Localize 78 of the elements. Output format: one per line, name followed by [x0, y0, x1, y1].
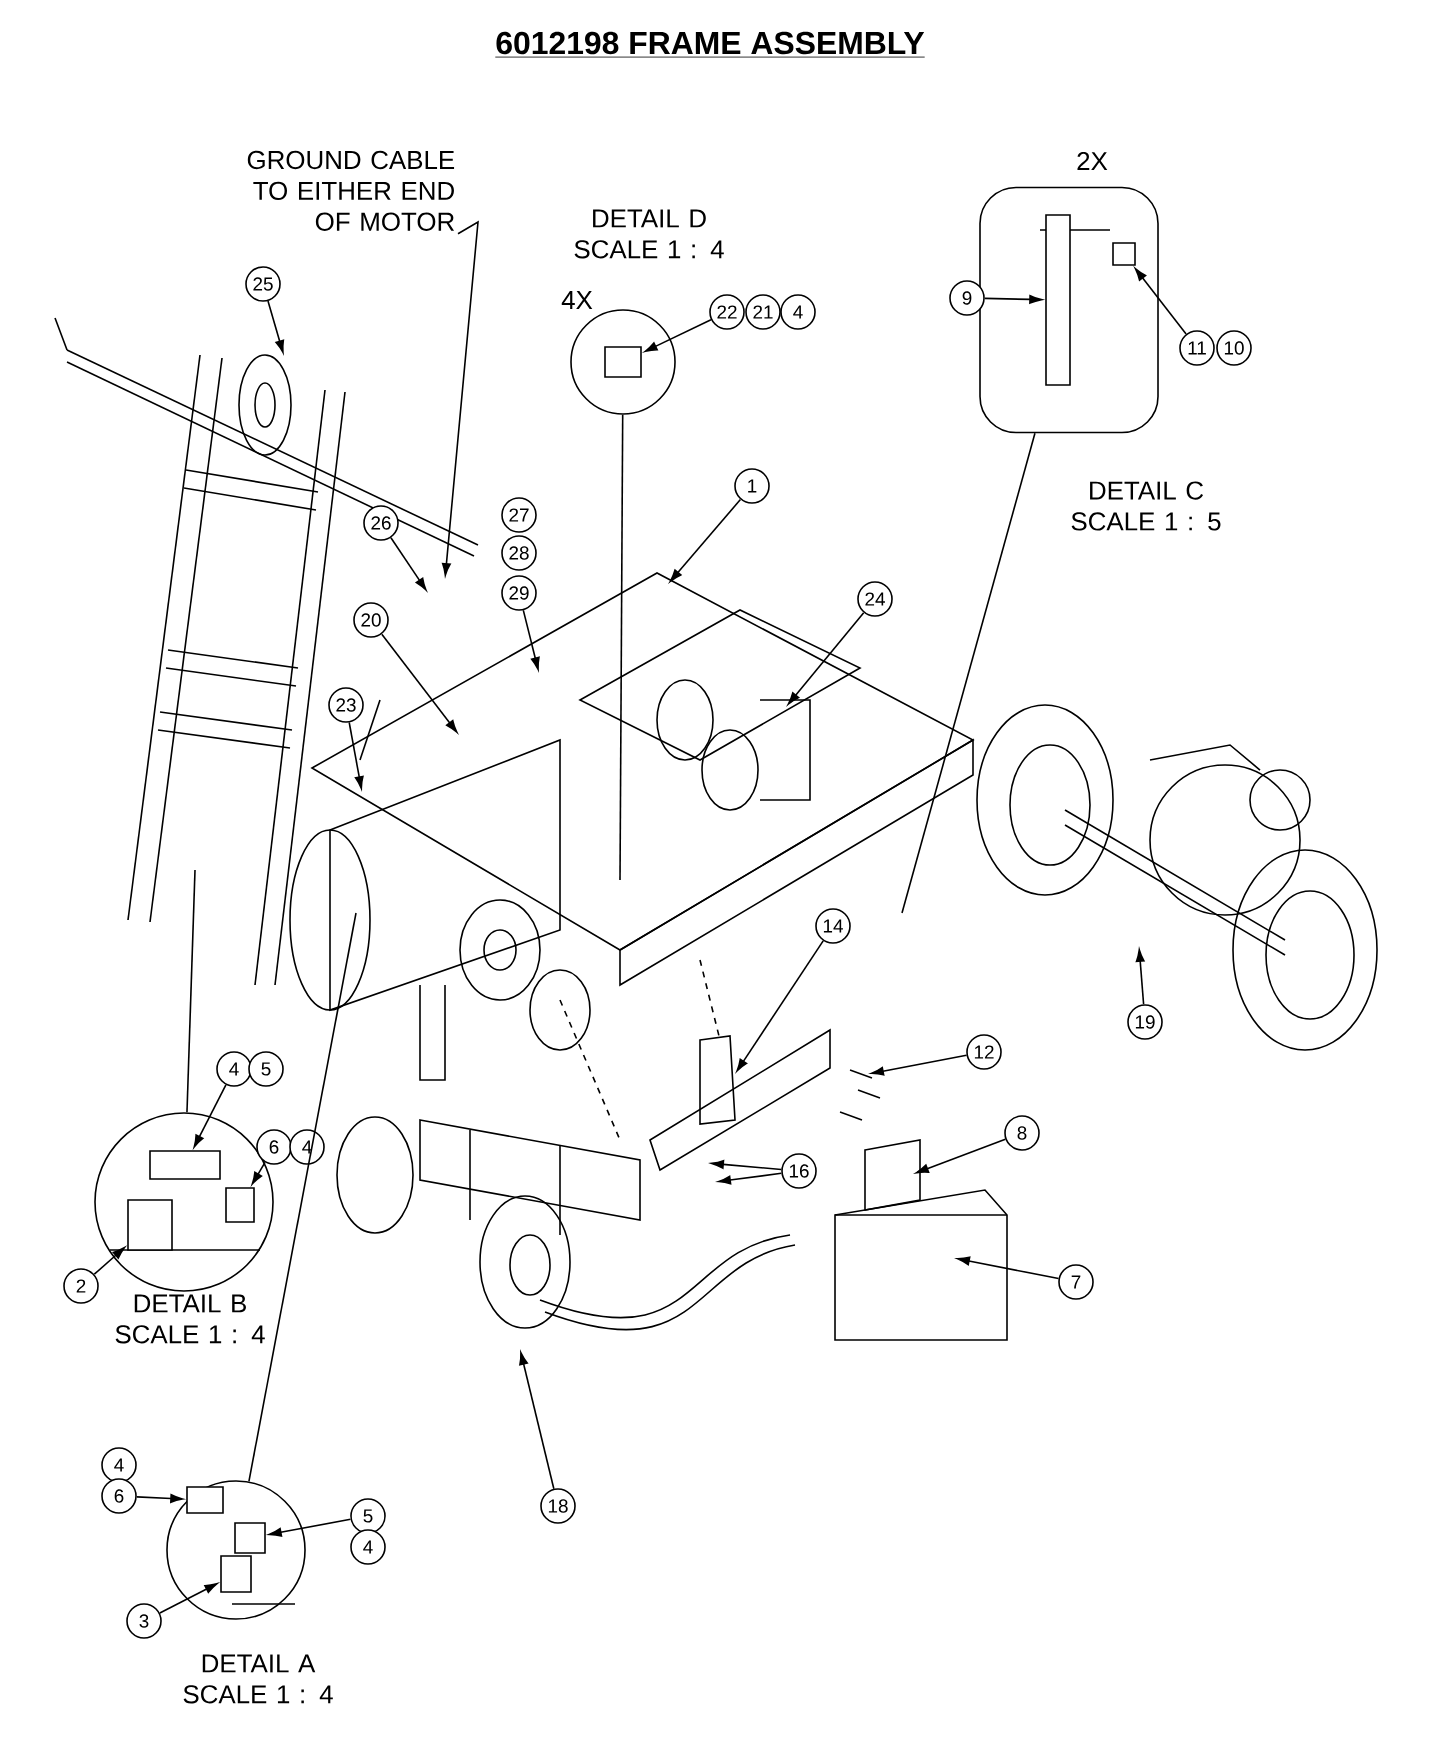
leader-line: [348, 721, 364, 789]
callout-number: 4: [289, 1129, 325, 1165]
callout-number: 12: [966, 1034, 1002, 1070]
callout-number: 5: [248, 1051, 284, 1087]
callout-number: 22: [709, 294, 745, 330]
detail-label: DETAIL D SCALE 1 : 4: [574, 209, 724, 259]
leader-line: [522, 609, 540, 670]
callout-number: 27: [501, 497, 537, 533]
quantity-label: 2X: [1077, 151, 1108, 171]
callout-number: 1: [734, 468, 770, 504]
leader-line: [159, 1583, 218, 1614]
callout-number: 4: [101, 1447, 137, 1483]
part-block: [225, 1187, 255, 1223]
part-block: [604, 346, 642, 378]
leader-line: [1134, 268, 1187, 335]
callout-number: 4: [216, 1051, 252, 1087]
leader-line: [519, 1352, 555, 1490]
leader-line: [957, 1256, 1060, 1280]
part-block: [1045, 214, 1071, 386]
leader-line: [441, 220, 479, 576]
callout-number: 10: [1216, 330, 1252, 366]
leader-line: [381, 633, 458, 733]
leader-line: [186, 869, 196, 1114]
part-block: [220, 1555, 252, 1593]
callout-number: 4: [350, 1529, 386, 1565]
part-block: [234, 1522, 266, 1554]
leader-line: [619, 414, 624, 881]
detail-label: DETAIL C SCALE 1 : 5: [1071, 481, 1221, 531]
leader-line: [390, 537, 427, 591]
leader-line: [711, 1159, 783, 1171]
callout-number: 11: [1179, 330, 1215, 366]
part-block: [127, 1199, 173, 1251]
leader-line: [251, 1161, 266, 1185]
leader-line: [93, 1246, 126, 1275]
leader-line: [248, 912, 357, 1483]
leader-line: [871, 1054, 968, 1076]
leader-line: [1135, 949, 1145, 1006]
leader-line: [718, 1172, 783, 1185]
callout-number: 24: [857, 581, 893, 617]
leader-line: [901, 432, 1036, 914]
callout-number: 28: [501, 535, 537, 571]
part-block: [149, 1150, 221, 1180]
callout-number: 20: [353, 602, 389, 638]
callout-number: 19: [1127, 1004, 1163, 1040]
callout-number: 21: [745, 294, 781, 330]
part-block: [1112, 242, 1136, 266]
leader-line: [193, 1084, 227, 1148]
quantity-label: 4X: [561, 291, 593, 309]
leader-line: [984, 294, 1043, 304]
callout-number: 16: [781, 1153, 817, 1189]
leader-line: [267, 300, 285, 354]
leader-line: [669, 498, 742, 582]
leader-line: [268, 1518, 352, 1537]
callout-number: 3: [126, 1603, 162, 1639]
callout-number: 5: [350, 1498, 386, 1534]
callout-number: 6: [101, 1478, 137, 1514]
part-block: [186, 1486, 224, 1514]
leader-line: [136, 1493, 184, 1503]
callout-number: 25: [245, 266, 281, 302]
callout-number: 14: [815, 908, 851, 944]
leader-line: [787, 611, 865, 705]
callout-number: 4: [780, 294, 816, 330]
callout-number: 18: [540, 1488, 576, 1524]
callout-number: 29: [501, 575, 537, 611]
callout-number: 23: [328, 687, 364, 723]
callout-number: 26: [363, 505, 399, 541]
callout-number: 2: [63, 1268, 99, 1304]
callout-number: 7: [1058, 1264, 1094, 1300]
note-text: GROUND CABLE TO EITHER END OF MOTOR: [247, 150, 455, 231]
detail-label: DETAIL A SCALE 1 : 4: [183, 1654, 333, 1704]
callout-number: 6: [256, 1129, 292, 1165]
title: 6012198 FRAME ASSEMBLY: [494, 31, 926, 58]
leader-line: [644, 318, 712, 353]
callout-number: 9: [949, 280, 985, 316]
leader-line: [915, 1138, 1007, 1174]
detail-label: DETAIL B SCALE 1 : 4: [115, 1294, 265, 1344]
leader-line: [736, 940, 824, 1072]
callout-number: 8: [1004, 1115, 1040, 1151]
